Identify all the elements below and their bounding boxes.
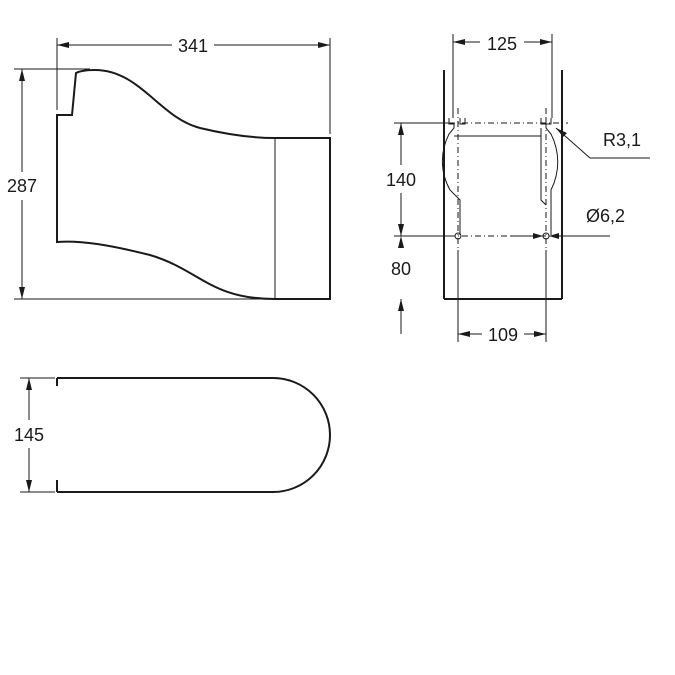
dim-341-arrow-right: [318, 42, 330, 48]
top-view-outline: [56, 377, 331, 493]
dim-145-arrow-bottom: [26, 480, 32, 492]
dim-125-arrow-left: [453, 39, 465, 45]
radius-leader-arrow: [556, 128, 567, 137]
left-keyhole-slot: [441, 118, 466, 235]
dim-287-arrow-bottom: [19, 287, 25, 299]
hole-diameter-label: Ø6,2: [586, 206, 625, 226]
dim-125-label: 125: [487, 34, 517, 54]
top-view: 145: [14, 377, 331, 493]
dim-125-arrow-right: [540, 39, 552, 45]
dim-287-label: 287: [7, 176, 37, 196]
side-view-outline: [56, 68, 331, 300]
dim-80-arrow-bottom: [398, 299, 404, 311]
side-view: 341 287: [7, 36, 331, 300]
front-view: 125 109 140 80 R3,1 Ø6,2: [386, 34, 650, 345]
dim-341-arrow-left: [57, 42, 69, 48]
hole-dim-arrow-right: [549, 233, 559, 239]
dim-341-label: 341: [178, 36, 208, 56]
dim-109-label: 109: [488, 325, 518, 345]
dim-140-arrow-top: [398, 123, 404, 135]
dim-109-arrow-left: [458, 331, 470, 337]
radius-label: R3,1: [603, 130, 641, 150]
dim-145-label: 145: [14, 425, 44, 445]
right-keyhole-slot: [540, 118, 559, 235]
dim-145-arrow-top: [26, 378, 32, 390]
dim-80-arrow-top: [398, 236, 404, 248]
dim-109-arrow-right: [534, 331, 546, 337]
dim-140-arrow-bottom: [398, 224, 404, 236]
hole-dim-arrow-left: [533, 233, 543, 239]
dim-287-arrow-top: [19, 69, 25, 81]
dim-80-label: 80: [391, 259, 411, 279]
dim-140-label: 140: [386, 170, 416, 190]
